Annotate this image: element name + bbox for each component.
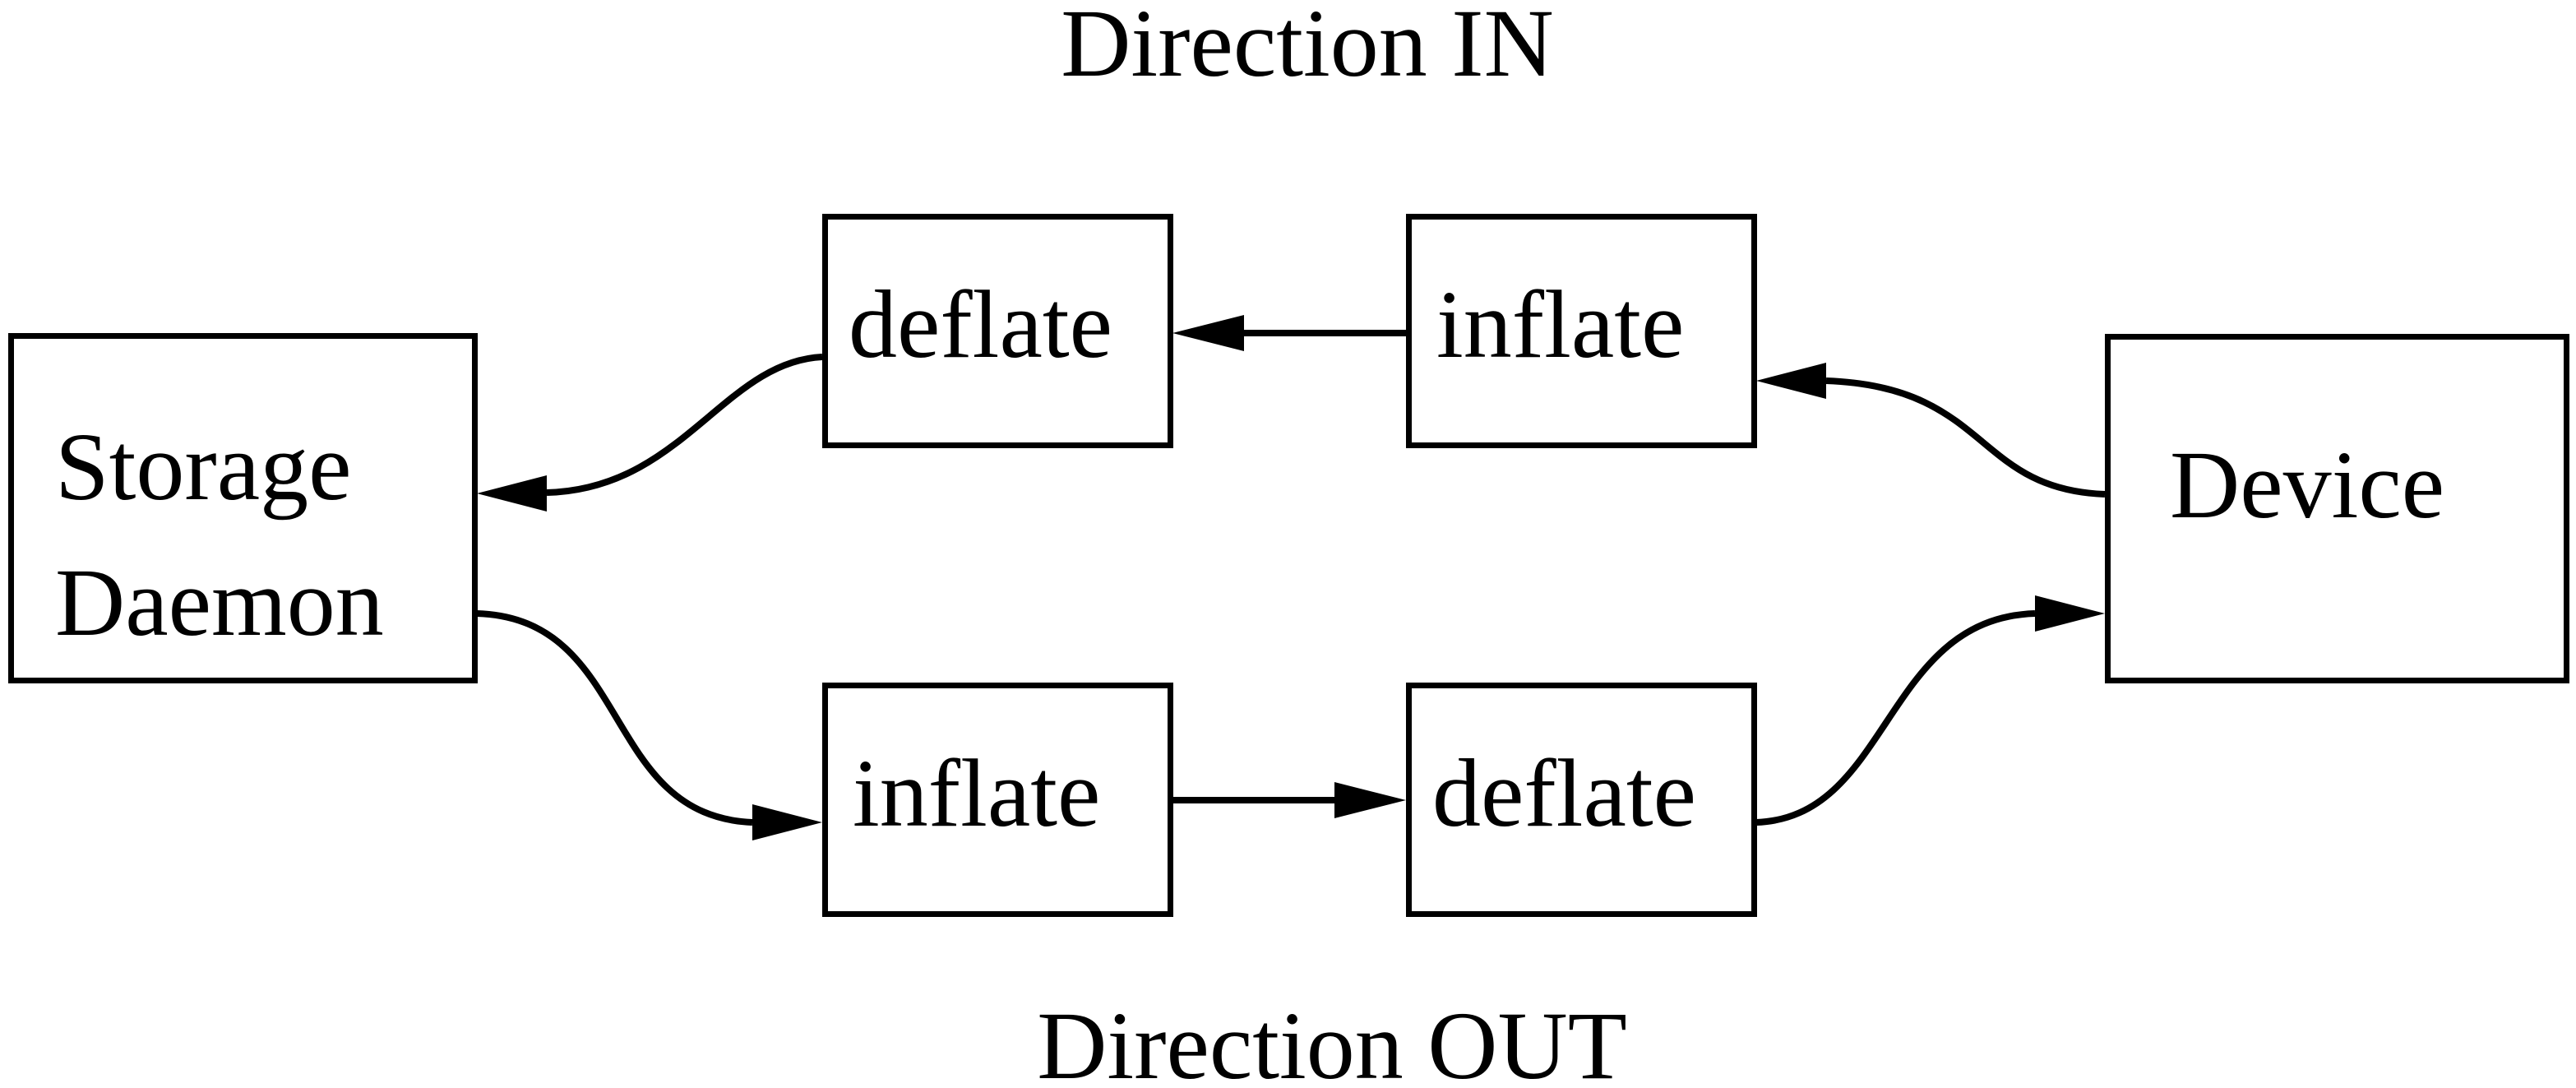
edge-device-to-inflate-in [1756,363,2106,498]
arrowhead-right-icon [752,804,822,840]
node-label: Storage [55,413,352,521]
node-inflate-out: inflate [822,683,1173,917]
node-label: Device [2170,431,2445,539]
edge-curve [476,610,753,826]
edge-curve [1825,377,2106,498]
edge-inflate-out-to-deflate-out [1172,782,1406,818]
node-label: deflate [849,271,1112,378]
edge-deflate-in-to-storage-daemon [477,354,823,512]
edge-deflate-out-to-device [1755,595,2105,826]
node-label: inflate [1436,271,1685,378]
direction-out-title: Direction OUT [1037,992,1627,1088]
arrowhead-left-icon [477,475,547,512]
node-deflate-in: deflate [822,214,1173,448]
edge-curve [546,354,823,496]
direction-in-title: Direction IN [1061,0,1554,97]
edge-storage-daemon-to-inflate-out [476,610,822,840]
node-device: Device [2105,334,2569,683]
node-storage-daemon: Storage Daemon [8,333,478,683]
arrowhead-right-icon [2035,595,2105,632]
node-deflate-out: deflate [1406,683,1757,917]
arrowhead-left-icon [1756,363,1826,399]
edge-inflate-in-to-deflate-in [1172,315,1406,351]
node-label: Daemon [55,549,384,656]
arrowhead-right-icon [1334,782,1406,818]
node-label: deflate [1432,739,1696,847]
node-inflate-in: inflate [1406,214,1757,448]
edge-curve [1755,610,2036,826]
node-label: inflate [853,739,1101,847]
arrowhead-left-icon [1172,315,1244,351]
